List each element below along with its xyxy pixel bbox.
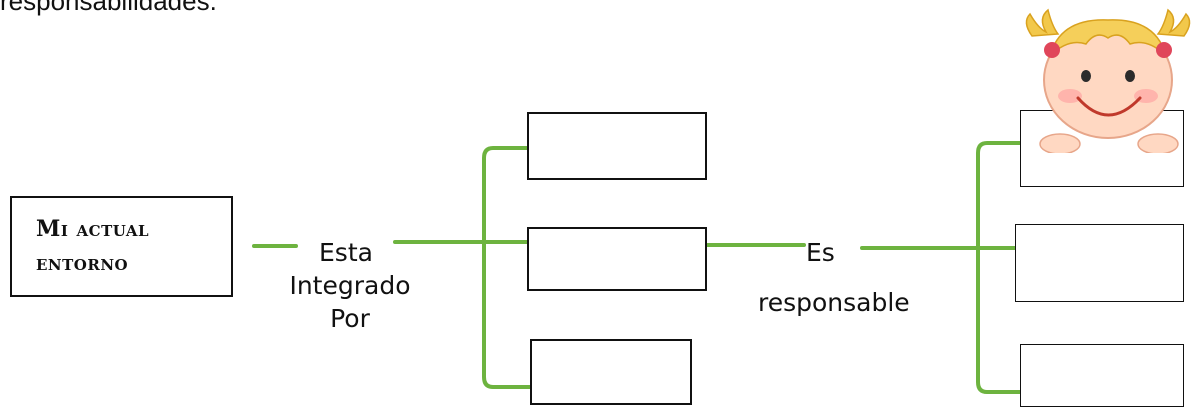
bracket-left bbox=[482, 146, 532, 389]
empty-box-middle-3[interactable] bbox=[530, 339, 692, 405]
connector-label-line2: Integrado bbox=[289, 271, 411, 300]
empty-box-middle-1[interactable] bbox=[527, 112, 707, 180]
source-label-line1: Mi actual bbox=[36, 216, 150, 242]
bracket-right bbox=[976, 141, 1022, 394]
connector-label-integrado: Esta Integrado Por bbox=[285, 236, 415, 335]
source-label-line2: entorno bbox=[36, 250, 129, 276]
cartoon-girl-illustration bbox=[1025, 8, 1191, 153]
instruction-text-fragment: responsabilidades. bbox=[0, 0, 217, 16]
connector-label-line2: responsable bbox=[758, 288, 910, 317]
connector-label-line1: Es bbox=[806, 238, 835, 267]
source-box: Mi actual entorno bbox=[10, 196, 233, 297]
empty-box-right-2[interactable] bbox=[1015, 224, 1184, 302]
connector-label-line1: Esta bbox=[319, 238, 373, 267]
connector-label-responsable: Es responsable bbox=[758, 236, 910, 319]
empty-box-right-3[interactable] bbox=[1020, 344, 1184, 407]
connector-label-line3: Por bbox=[330, 304, 370, 333]
empty-box-middle-2[interactable] bbox=[527, 227, 707, 291]
